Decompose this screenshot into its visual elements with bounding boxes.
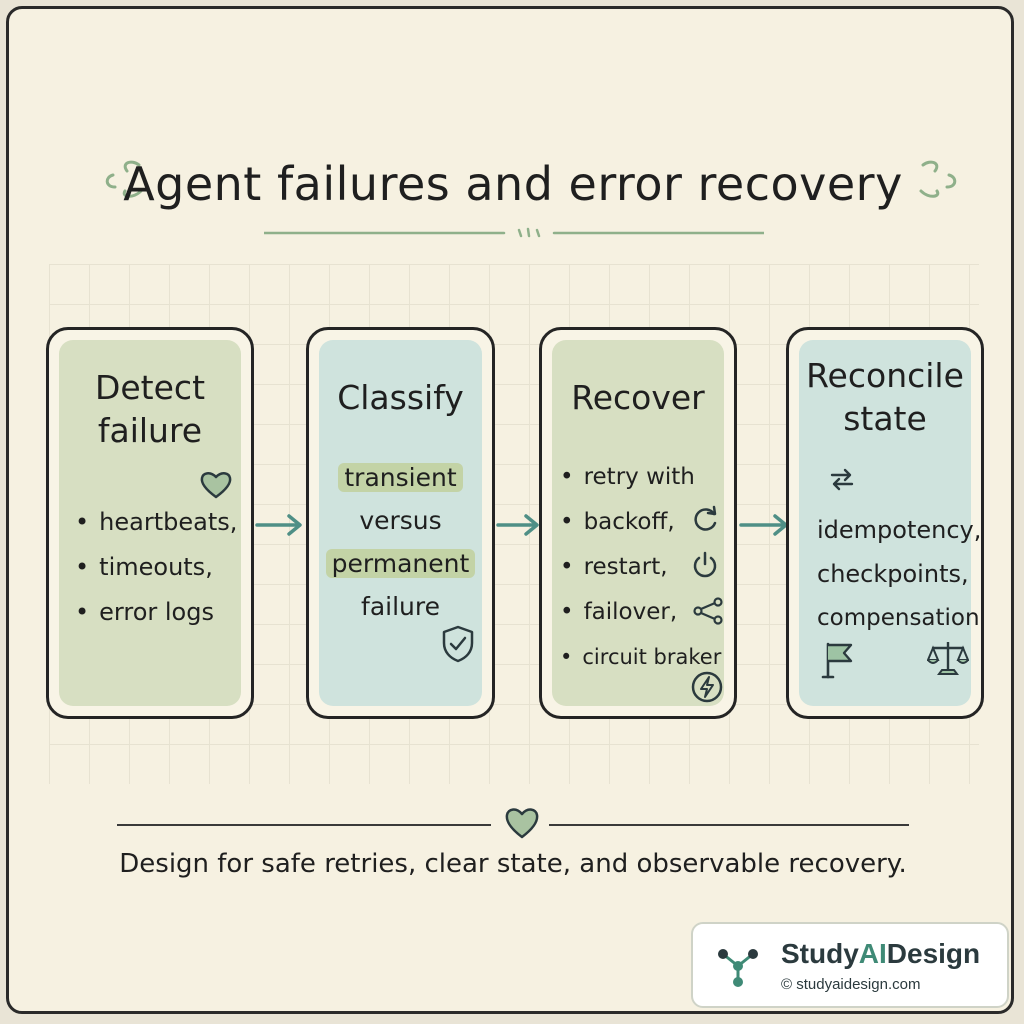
heart-icon bbox=[505, 808, 539, 839]
card-detect-failure: Detect failure heartbeats, timeouts, err… bbox=[46, 327, 254, 719]
lightning-icon bbox=[691, 671, 723, 703]
classify-line: versus bbox=[359, 506, 442, 535]
card-title-line: failure bbox=[97, 411, 203, 450]
list-item: restart, bbox=[560, 545, 721, 590]
card-detect-failure-panel: Detect failure heartbeats, timeouts, err… bbox=[59, 340, 241, 706]
classify-line: permanent bbox=[319, 542, 482, 585]
diagram-page: Agent failures and error recovery Detect… bbox=[6, 6, 1014, 1014]
refresh-icon bbox=[694, 505, 717, 531]
list-item: circuit braker bbox=[560, 635, 721, 680]
network-nodes-icon bbox=[718, 949, 758, 987]
list-item: error logs bbox=[75, 590, 237, 635]
arrow-classify-to-recover bbox=[496, 514, 539, 536]
card-reconcile-state: Reconcile state idempotency, checkpoints… bbox=[786, 327, 984, 719]
permanent-highlight: permanent bbox=[325, 549, 476, 578]
list-item: timeouts, bbox=[75, 545, 237, 590]
card-title: Classify bbox=[337, 378, 464, 417]
power-icon bbox=[693, 551, 717, 578]
card-title: Recover bbox=[571, 378, 705, 417]
swap-arrows-icon bbox=[830, 468, 854, 491]
classify-line: transient bbox=[319, 456, 482, 499]
reconcile-line: idempotency, bbox=[817, 516, 982, 544]
brand-name-highlight: AI bbox=[858, 938, 887, 969]
brand-name: StudyAIDesign bbox=[781, 938, 980, 970]
brand-name-prefix: Study bbox=[781, 938, 859, 969]
list-item: retry with bbox=[560, 455, 721, 500]
classify-lines: transient versus permanent failure bbox=[319, 456, 482, 628]
footer-tagline: Design for safe retries, clear state, an… bbox=[119, 849, 907, 879]
transient-highlight: transient bbox=[338, 463, 463, 492]
recover-bullet-list: retry with backoff, restart, failover, c… bbox=[560, 455, 721, 680]
left-swirl-decoration bbox=[105, 160, 143, 198]
card-title-line: Reconcile bbox=[806, 356, 964, 395]
card-title-line: Detect bbox=[94, 368, 206, 407]
footer-divider-left bbox=[117, 824, 491, 826]
arrow-recover-to-reconcile bbox=[739, 514, 788, 536]
card-reconcile-state-panel: Reconcile state idempotency, checkpoints… bbox=[799, 340, 981, 706]
flag-icon bbox=[821, 642, 853, 679]
card-title-line: state bbox=[843, 399, 927, 438]
brand-name-suffix: Design bbox=[886, 938, 981, 969]
title-row: Agent failures and error recovery bbox=[9, 139, 1011, 229]
right-swirl-decoration bbox=[919, 160, 957, 198]
card-title: Detect failure bbox=[59, 340, 241, 452]
share-nodes-icon bbox=[693, 597, 723, 625]
card-recover: Recover retry with backoff, restart, fai… bbox=[539, 327, 737, 719]
balance-scale-icon bbox=[927, 642, 969, 675]
footer-divider-right bbox=[549, 824, 909, 826]
reconcile-lines: idempotency, checkpoints, compensation bbox=[817, 508, 981, 640]
detect-bullet-list: heartbeats, timeouts, error logs bbox=[75, 500, 237, 635]
page-title: Agent failures and error recovery bbox=[123, 157, 903, 211]
reconcile-line: compensation bbox=[817, 605, 980, 631]
brand-url: © studyaidesign.com bbox=[781, 976, 921, 993]
classify-line: failure bbox=[361, 592, 440, 621]
card-title: Reconcile state bbox=[799, 340, 971, 440]
title-underline bbox=[264, 227, 764, 238]
card-classify-panel: Classify transient versus permanent fail… bbox=[319, 340, 482, 706]
list-item: heartbeats, bbox=[75, 500, 237, 545]
shield-check-icon bbox=[442, 625, 474, 663]
brand-badge: StudyAIDesign © studyaidesign.com bbox=[691, 922, 1009, 1008]
list-item: backoff, bbox=[560, 500, 721, 545]
list-item: failover, bbox=[560, 590, 721, 635]
card-classify: Classify transient versus permanent fail… bbox=[306, 327, 495, 719]
heart-icon bbox=[200, 472, 232, 499]
arrow-detect-to-classify bbox=[255, 514, 302, 536]
card-recover-panel: Recover retry with backoff, restart, fai… bbox=[552, 340, 724, 706]
reconcile-line: checkpoints, bbox=[817, 560, 969, 588]
